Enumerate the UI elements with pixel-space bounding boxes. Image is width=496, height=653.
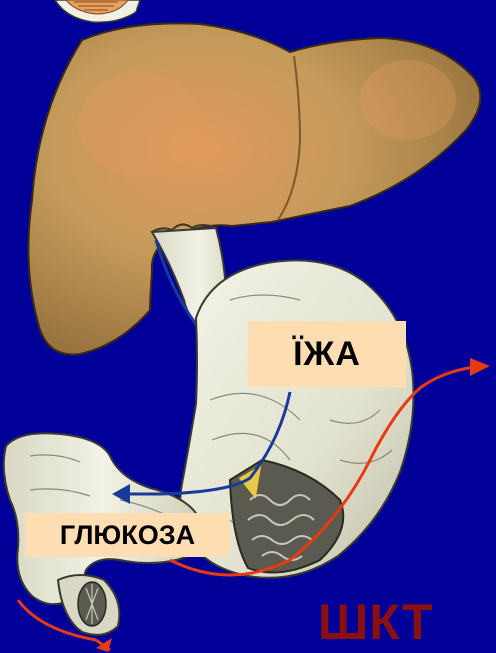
- arrowhead-right: [470, 358, 490, 376]
- organ-fragment-top: [55, 0, 140, 22]
- gi-tract-title: ШКТ: [318, 593, 434, 651]
- food-label: ЇЖА: [248, 321, 406, 387]
- glucose-label: ГЛЮКОЗА: [25, 513, 230, 557]
